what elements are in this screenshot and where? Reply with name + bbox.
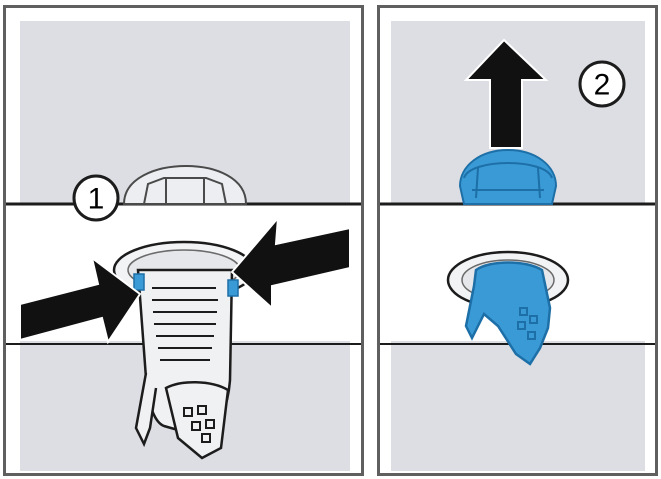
step-2-illustration: 2 bbox=[380, 8, 655, 473]
step-2-number: 2 bbox=[594, 69, 611, 102]
step-1-badge: 1 bbox=[74, 176, 118, 220]
cylindrical-filter-icon bbox=[134, 270, 238, 458]
step-1-panel: 1 bbox=[3, 5, 364, 476]
step-2-badge: 2 bbox=[580, 62, 624, 106]
right-clip-icon bbox=[228, 280, 238, 296]
left-clip-icon bbox=[134, 274, 144, 290]
lower-surface bbox=[391, 341, 645, 471]
step-1-illustration: 1 bbox=[6, 8, 361, 473]
step-1-number: 1 bbox=[88, 183, 105, 216]
step-2-panel: 2 bbox=[377, 5, 658, 476]
